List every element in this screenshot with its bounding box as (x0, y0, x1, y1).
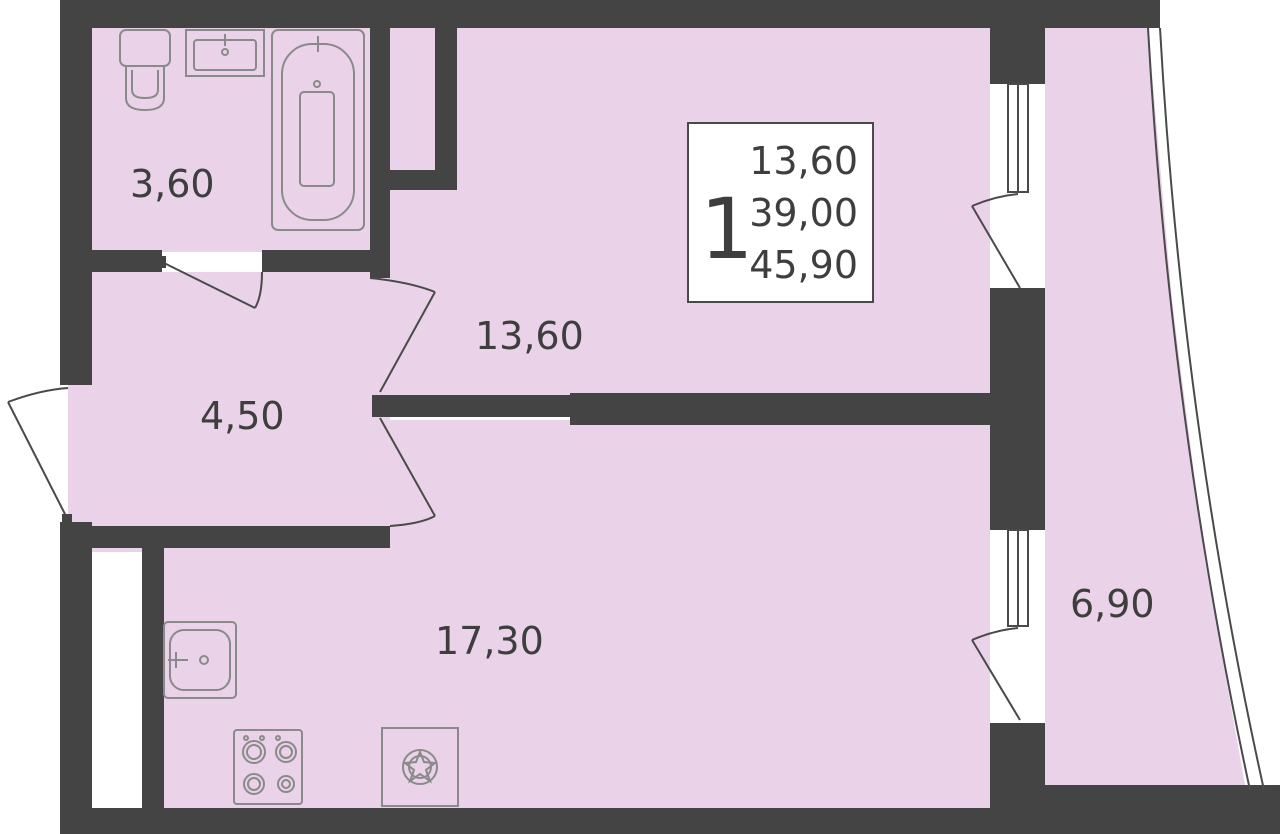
walls (60, 0, 1280, 834)
bedroom-door[interactable] (369, 277, 436, 393)
wall-niche (92, 554, 142, 808)
entrance-door[interactable] (7, 387, 72, 524)
window-upper (1007, 83, 1029, 193)
sink-icon (163, 621, 237, 699)
summary-total-area-with-balcony: 45,90 (749, 243, 858, 287)
summary-room-count: 1 (700, 180, 753, 278)
washing-machine-icon (381, 727, 459, 807)
bathroom-door[interactable] (156, 256, 263, 309)
wall-left-upper (60, 0, 92, 385)
wall-shaft (435, 28, 457, 190)
wall-middle-thin (372, 395, 570, 417)
wall-hallway-bottom (92, 526, 390, 548)
bathroom-floor[interactable] (92, 28, 370, 252)
toilet-icon (119, 29, 171, 112)
summary-box: 1 13,60 39,00 45,90 (687, 122, 874, 303)
doors (7, 193, 1021, 721)
wall-window-block-bottom (990, 723, 1045, 808)
wall-shaft-bottom (390, 170, 457, 190)
room-labels: 3,60 13,60 4,50 17,30 6,90 (130, 162, 1155, 663)
bathroom-area: 3,60 (130, 162, 215, 206)
summary-living-area: 13,60 (749, 139, 858, 183)
wall-window-block-top (990, 28, 1045, 84)
wall-kitchen-left (142, 548, 164, 808)
summary-background (687, 122, 874, 303)
wall-top (60, 0, 1160, 28)
summary-total-area: 39,00 (749, 191, 858, 235)
wall-left-lower (60, 522, 92, 834)
wall-bathroom-bottom-right (262, 250, 390, 272)
wall-middle-thick (570, 393, 990, 425)
kitchen-area: 17,30 (435, 619, 544, 663)
wall-bathroom-bottom-left (92, 250, 162, 272)
balcony-glazing (1147, 27, 1265, 791)
balcony-floor[interactable] (1045, 28, 1245, 785)
balcony-door-upper[interactable] (971, 193, 1021, 289)
window-lower (1007, 529, 1029, 627)
wall-balcony-bottom (1040, 785, 1280, 834)
kitchen-floor[interactable] (162, 420, 990, 808)
washbasin-icon (185, 29, 265, 77)
balcony-door-lower[interactable] (971, 627, 1021, 721)
hallway-area: 4,50 (200, 394, 285, 438)
bedroom-area: 13,60 (475, 314, 584, 358)
stove-icon (233, 729, 303, 805)
wall-window-block-middle (990, 288, 1045, 530)
balcony-area: 6,90 (1070, 582, 1155, 626)
bathtub-icon (271, 29, 365, 231)
wall-bathroom-right (370, 28, 390, 278)
kitchen-door[interactable] (379, 417, 436, 527)
